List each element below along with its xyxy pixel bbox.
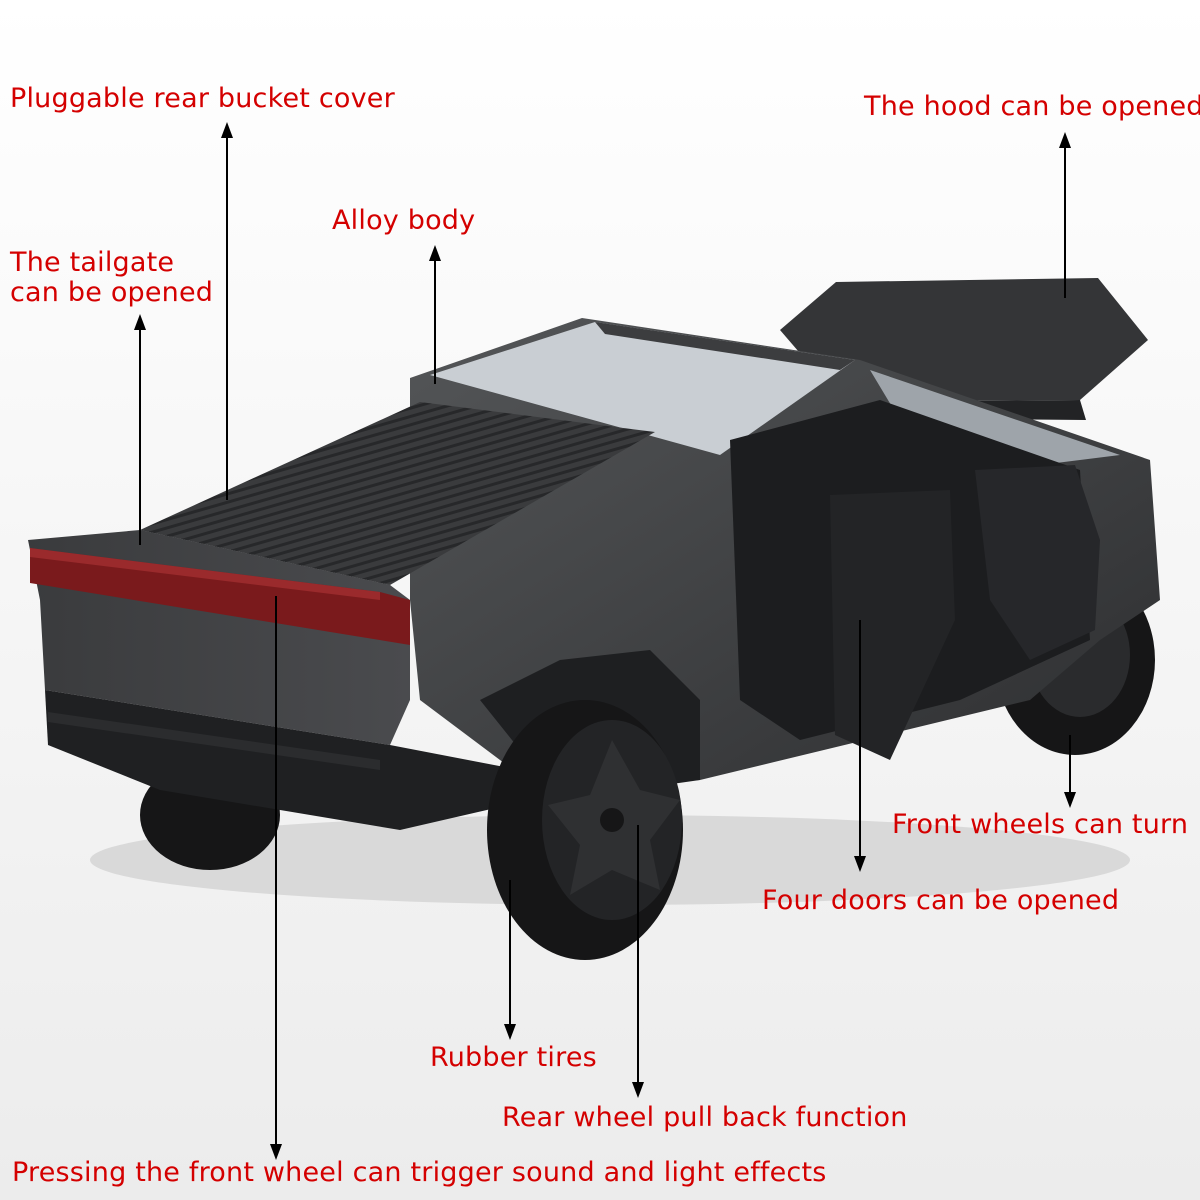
rear-bumper: [45, 690, 530, 830]
open-front-door: [975, 465, 1100, 660]
callout-four-doors: Four doors can be opened: [762, 886, 1119, 916]
callout-line: Front wheels can turn: [892, 809, 1189, 840]
annotation-arrows: [134, 122, 1076, 1160]
callout-pull-back: Rear wheel pull back function: [502, 1103, 908, 1133]
callout-alloy-body: Alloy body: [332, 206, 475, 236]
callout-line: Pluggable rear bucket cover: [10, 83, 395, 114]
callout-line: Four doors can be opened: [762, 885, 1120, 916]
rear-near-tire: [487, 700, 683, 960]
bucket-cover: [140, 402, 655, 585]
cybertruck-model: [28, 278, 1160, 960]
taillight-strip: [30, 548, 410, 645]
open-rear-door: [830, 490, 955, 760]
callout-line: Pressing the front wheel can trigger sou…: [12, 1157, 827, 1188]
callout-line: The tailgate: [10, 247, 175, 278]
callout-hood: The hood can be opened: [864, 92, 1200, 122]
callout-line: Rear wheel pull back function: [502, 1102, 908, 1133]
callout-rubber-tires: Rubber tires: [430, 1043, 597, 1073]
callout-rear-bucket-cover: Pluggable rear bucket cover: [10, 84, 395, 114]
callout-line: Alloy body: [332, 205, 476, 236]
callout-front-wheels: Front wheels can turn: [892, 810, 1188, 840]
callout-line: can be opened: [10, 277, 214, 308]
callout-line: The hood can be opened: [864, 91, 1200, 122]
callout-line: Rubber tires: [430, 1042, 597, 1073]
callout-sound-light: Pressing the front wheel can trigger sou…: [12, 1158, 827, 1188]
